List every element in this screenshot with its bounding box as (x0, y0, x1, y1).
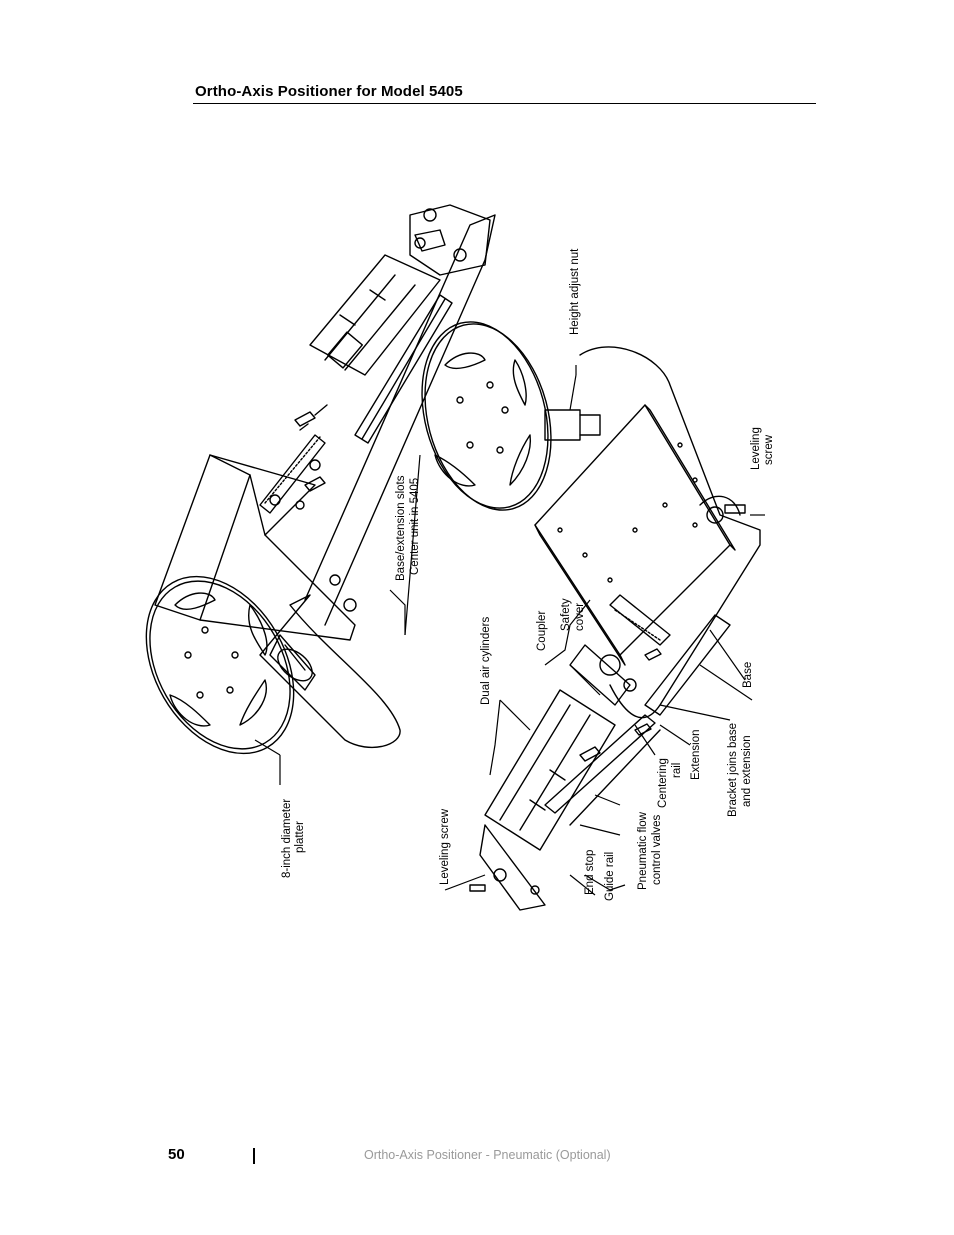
label-coupler: Coupler (536, 611, 548, 651)
header-rule (193, 103, 816, 104)
footer-section-title: Ortho-Axis Positioner - Pneumatic (Optio… (364, 1148, 611, 1162)
label-extension: Extension (690, 729, 702, 780)
label-end-stop: End stop (584, 850, 596, 895)
label-pneumatic-line2: control valves (651, 814, 663, 885)
label-dual-air-cylinders: Dual air cylinders (480, 617, 492, 705)
label-centering-line2: rail (671, 763, 683, 778)
label-leveling-screw-right-line1: Leveling (750, 427, 762, 470)
positioner-illustration: 8-inch diameter platter Base/extension s… (145, 204, 775, 911)
label-centering-line1: Centering (657, 758, 669, 808)
label-platter-line2: platter (294, 821, 306, 853)
label-leveling-screw-left: Leveling screw (439, 808, 451, 885)
label-safety-line2: cover (574, 603, 586, 631)
label-guide-rail: Guide rail (604, 852, 616, 901)
label-base: Base (742, 662, 754, 688)
label-height-adjust-nut: Height adjust nut (569, 248, 581, 335)
label-slots-line2: Center unit in 5405 (409, 478, 421, 575)
page-header-title: Ortho-Axis Positioner for Model 5405 (195, 83, 463, 100)
label-safety-line1: Safety (560, 598, 572, 631)
label-platter-line1: 8-inch diameter (281, 799, 293, 878)
label-slots-line1: Base/extension slots (395, 475, 407, 581)
label-pneumatic-line1: Pneumatic flow (637, 811, 649, 890)
label-bracket-line2: and extension (741, 735, 753, 807)
label-bracket-line1: Bracket joins base (727, 723, 739, 817)
positioner-figure: 8-inch diameter platter Base/extension s… (140, 185, 840, 915)
footer-divider (253, 1148, 255, 1164)
page-number: 50 (168, 1146, 185, 1163)
label-leveling-screw-right-line2: screw (763, 434, 775, 465)
